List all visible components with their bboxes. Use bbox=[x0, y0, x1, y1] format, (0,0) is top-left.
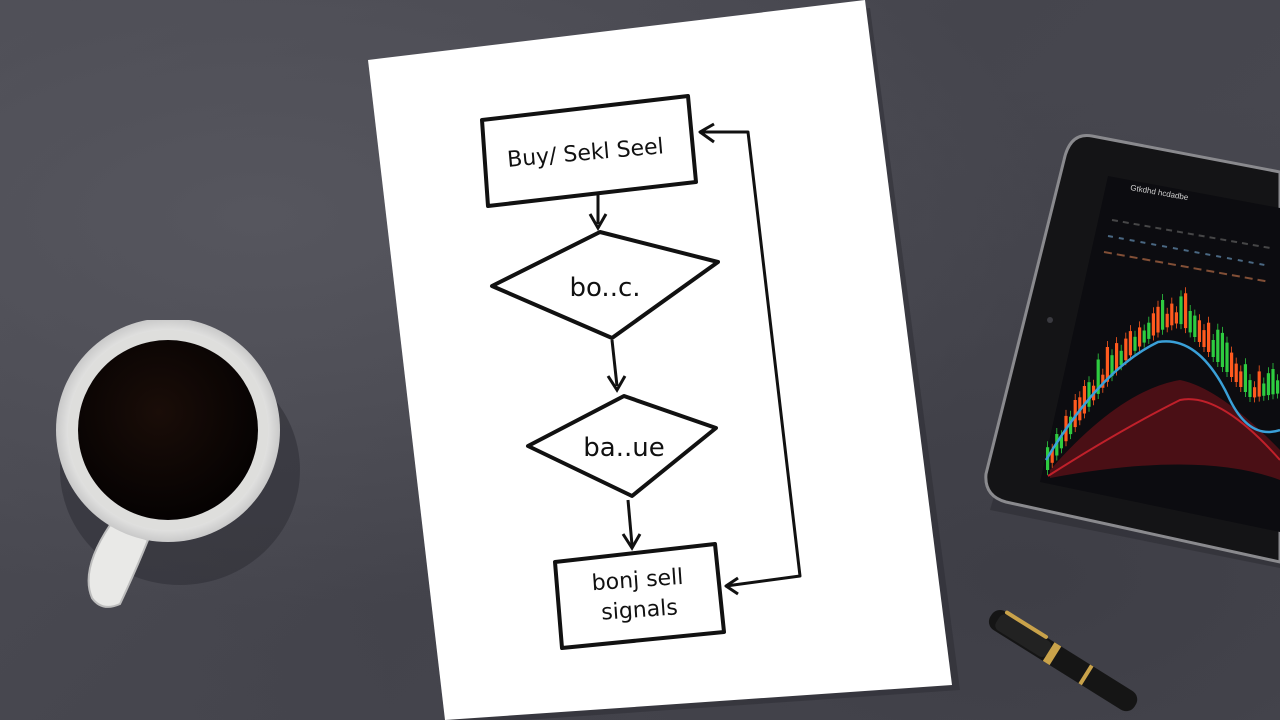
box-bottom-line2: signals bbox=[600, 595, 678, 625]
flowchart-diamond-2: ba..ue bbox=[526, 394, 718, 498]
feedback-loop-arrow bbox=[698, 122, 802, 596]
arrow-3 bbox=[621, 499, 642, 551]
tablet: Gtkdhd hcdadbe bbox=[984, 134, 1280, 568]
tablet-chart bbox=[1044, 287, 1280, 480]
diamond-1-label: bo..c. bbox=[569, 273, 640, 303]
tablet-info-rows bbox=[1103, 219, 1271, 283]
camera-icon bbox=[1047, 317, 1053, 323]
flowchart-paper: Buy/ Sekl Seel bo..c. ba..ue bbox=[368, 0, 960, 720]
arrow-1 bbox=[588, 194, 608, 232]
diamond-2-label: ba..ue bbox=[583, 433, 664, 463]
arrow-2 bbox=[606, 339, 627, 393]
flowchart-diamond-1: bo..c. bbox=[490, 230, 720, 340]
coffee-mug bbox=[56, 320, 300, 608]
pen bbox=[988, 610, 1138, 712]
